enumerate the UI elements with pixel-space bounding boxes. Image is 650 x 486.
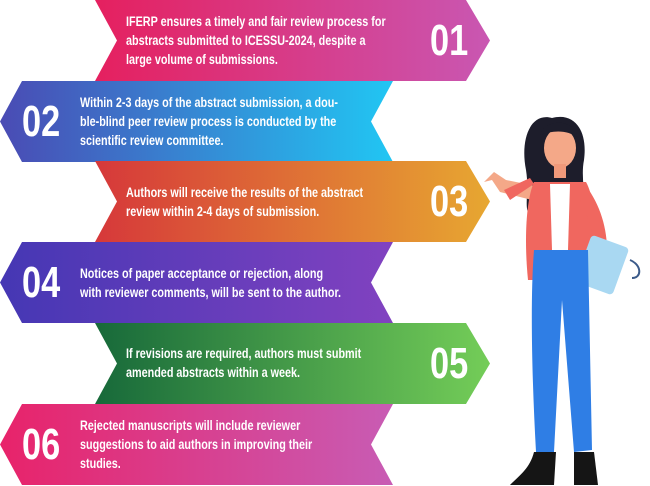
description-line: scientific review committee. [80, 132, 224, 148]
description-line: Within 2-3 days of the abstract submissi… [80, 94, 338, 110]
step-description: Authors will receive the results of the … [126, 183, 363, 221]
description-line: suggestions to aid authors in improving … [80, 436, 313, 452]
step-description: Notices of paper acceptance or rejection… [80, 264, 341, 302]
step-description: IFERP ensures a timely and fair review p… [126, 12, 386, 69]
step-04: 04 Notices of paper acceptance or rejecti… [0, 242, 500, 324]
step-description: If revisions are required, authors must … [126, 344, 361, 382]
description-line: Notices of paper acceptance or rejection… [80, 265, 324, 281]
step-description: Within 2-3 days of the abstract submissi… [80, 93, 338, 150]
woman-illustration [484, 116, 641, 485]
right-arrow-banner [95, 0, 490, 81]
step-number: 06 [22, 419, 61, 469]
step-05: 05 If revisions are required, authors mus… [0, 322, 500, 404]
banner-shape [95, 0, 490, 81]
description-line: review within 2-4 days of submission. [126, 203, 320, 219]
left-arrow-banner [0, 403, 393, 485]
description-line: IFERP ensures a timely and fair review p… [126, 14, 386, 29]
step-02: 02 Within 2-3 days of the abstract submis… [0, 80, 500, 162]
step-description: Rejected manuscripts will include review… [80, 416, 312, 473]
description-line: studies. [80, 455, 121, 471]
step-number: 01 [430, 16, 469, 65]
left-arrow-banner [0, 80, 393, 162]
left-arrow-banner [0, 242, 393, 324]
banner-shape [0, 403, 393, 485]
description-line: with reviewer comments, will be sent to … [80, 284, 342, 300]
right-arrow-banner [95, 161, 490, 243]
description-line: Authors will receive the results of the … [126, 184, 364, 200]
description-line: large volume of submissions. [126, 52, 278, 67]
step-01: 01 IFERP ensures a timely and fair review… [0, 0, 500, 81]
step-06: 06 Rejected manuscripts will include revi… [0, 403, 500, 485]
banner-shape [0, 242, 393, 324]
banner-shape [0, 80, 393, 162]
description-line: ble-blind peer review process is conduct… [80, 113, 337, 129]
step-number: 05 [430, 338, 469, 388]
description-line: If revisions are required, authors must … [126, 346, 362, 362]
banner-shape [95, 161, 490, 243]
step-number: 03 [430, 177, 469, 227]
right-arrow-banner [95, 322, 490, 404]
step-number: 02 [22, 96, 61, 146]
description-line: abstracts submitted to ICESSU-2024, desp… [126, 33, 366, 48]
description-line: amended abstracts within a week. [126, 365, 301, 381]
step-number: 04 [22, 258, 61, 308]
banner-shape [95, 322, 490, 404]
description-line: Rejected manuscripts will include review… [80, 417, 301, 433]
step-03: 03 Authors will receive the results of th… [0, 161, 500, 243]
